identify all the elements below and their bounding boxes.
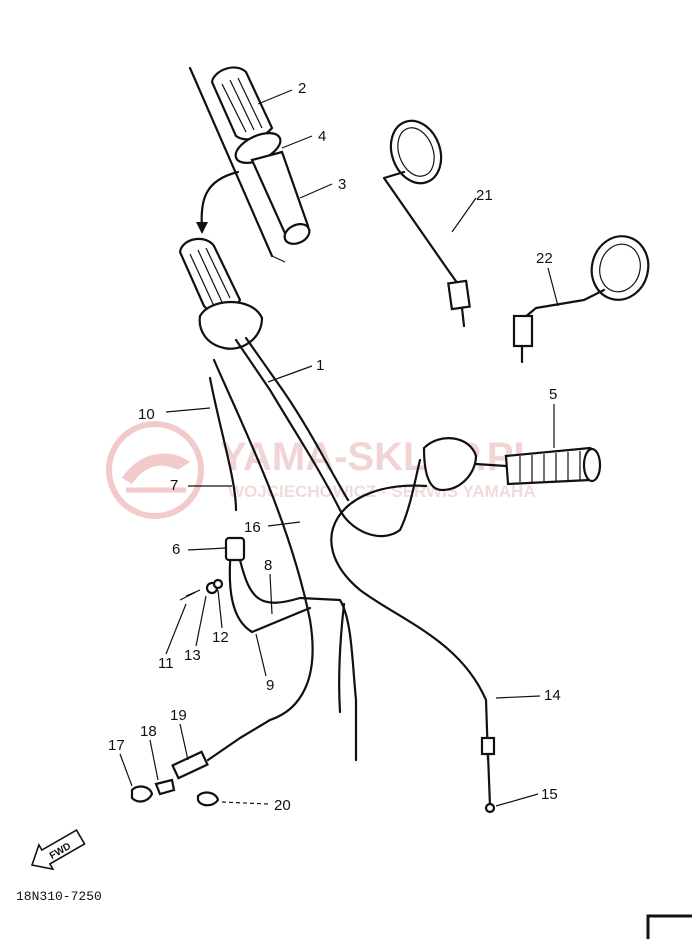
mirror-left — [382, 119, 471, 328]
callout-6: 6 — [172, 541, 180, 558]
callout-11: 11 — [158, 655, 174, 672]
watermark: YAMA-SKLEP.PL WOJCIECHOWICZ - SERWIS YAM… — [106, 421, 538, 519]
throttle-grip-exploded — [188, 66, 311, 263]
callout-16: 16 — [244, 519, 261, 536]
leader-lines — [119, 89, 559, 807]
watermark-brand: YAMA-SKLEP.PL — [220, 435, 538, 479]
callout-19: 19 — [170, 707, 187, 724]
fwd-arrow: FWD — [30, 828, 86, 871]
callout-17: 17 — [108, 737, 125, 754]
callout-18: 18 — [140, 723, 157, 740]
corner-frame — [646, 914, 692, 939]
callout-4: 4 — [318, 128, 326, 145]
callout-20: 20 — [274, 797, 291, 814]
callout-8: 8 — [264, 557, 272, 574]
callout-2: 2 — [298, 80, 306, 97]
mirror-right — [512, 235, 650, 364]
cables — [130, 358, 496, 814]
callout-14: 14 — [544, 687, 561, 704]
callout-13: 13 — [184, 647, 201, 664]
callout-21: 21 — [476, 187, 493, 204]
callout-22: 22 — [536, 250, 553, 267]
callout-15: 15 — [541, 786, 558, 803]
diagram-code: 18N310-7250 — [16, 889, 102, 904]
callout-7: 7 — [170, 477, 178, 494]
watermark-logo — [106, 421, 204, 519]
callout-10: 10 — [138, 406, 155, 423]
callout-1: 1 — [316, 357, 324, 374]
watermark-subtitle: WOJCIECHOWICZ - SERWIS YAMAHA — [228, 482, 536, 501]
callout-12: 12 — [212, 629, 229, 646]
callouts: 1 2 3 4 5 6 7 8 9 10 11 12 13 14 15 16 1… — [108, 80, 561, 814]
callout-9: 9 — [266, 677, 274, 694]
callout-5: 5 — [549, 386, 557, 403]
callout-3: 3 — [338, 176, 346, 193]
handlebar-assembly — [178, 237, 602, 538]
